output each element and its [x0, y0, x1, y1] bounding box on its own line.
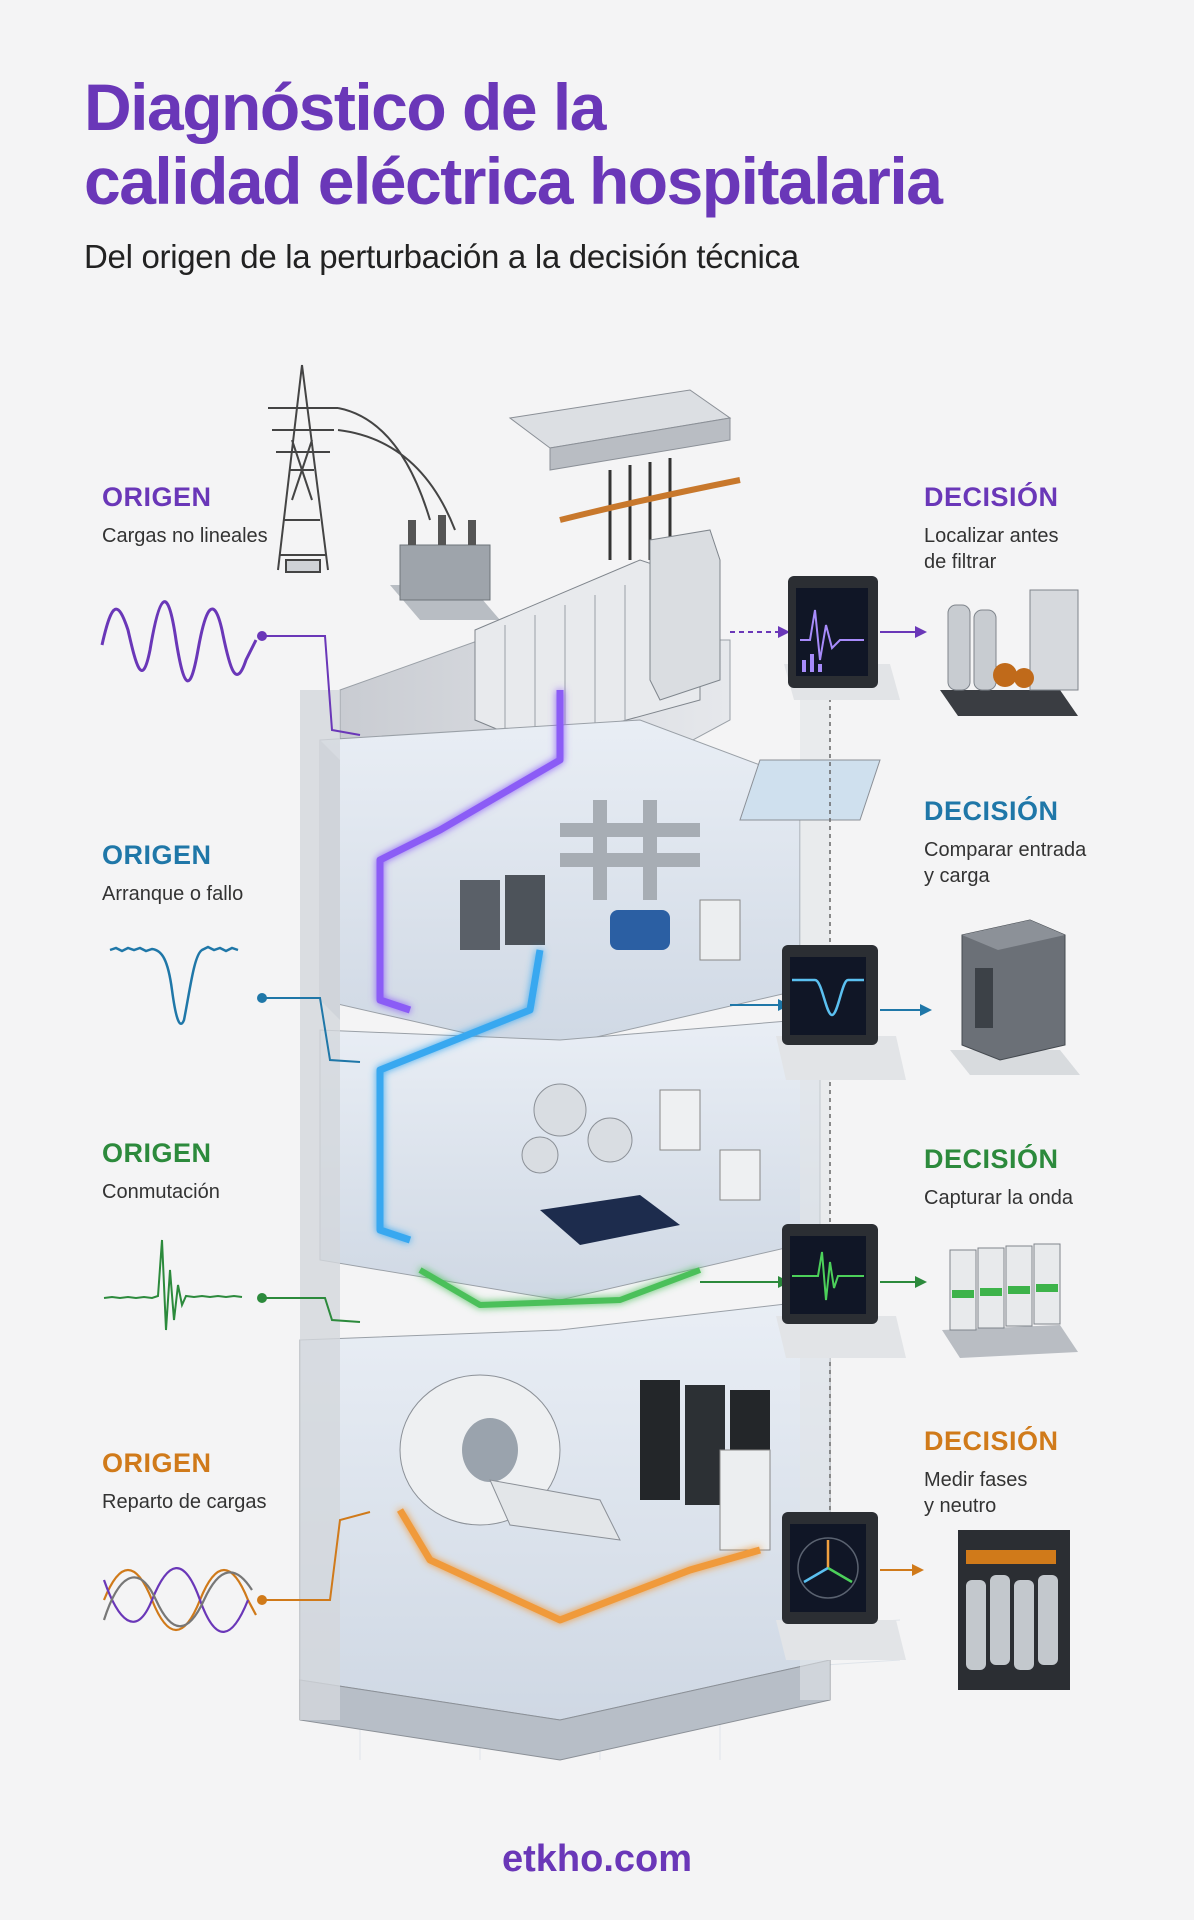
sag-waveform — [109, 945, 239, 1025]
decision-1: DECISIÓN Localizar antes de filtrar — [924, 482, 1164, 575]
decision-1-line-2: de filtrar — [924, 551, 997, 573]
capacitor-bank-icon — [958, 1530, 1070, 1690]
decision-3-text: Capturar la onda — [924, 1185, 1164, 1211]
three-phase-waveform — [102, 1567, 257, 1633]
ups-cabinet-icon — [950, 919, 1080, 1075]
origin-4-head: ORIGEN — [102, 1448, 212, 1478]
row-1-graphics — [100, 576, 1079, 736]
green-cable — [418, 1267, 702, 1308]
decision-4-text: Medir fases y neutro — [924, 1467, 1164, 1519]
decision-4-line-1: Medir fases — [924, 1469, 1028, 1491]
decision-2-line-2: y carga — [924, 865, 990, 887]
transformer-icon — [390, 515, 500, 620]
decision-2-line-1: Comparar entrada — [924, 839, 1087, 861]
decision-2: DECISIÓN Comparar entrada y carga — [924, 796, 1164, 889]
origin-1-head: ORIGEN — [102, 482, 212, 512]
page-title: Diagnóstico de la calidad eléctrica hosp… — [84, 70, 1144, 218]
origin-1-text: Cargas no lineales — [102, 525, 268, 547]
analyzer-screen-icon — [776, 1512, 906, 1660]
analyzer-screen-icon — [784, 576, 900, 700]
decision-1-head: DECISIÓN — [924, 482, 1059, 512]
row-3-graphics — [103, 1224, 1078, 1358]
origin-2-head: ORIGEN — [102, 840, 212, 870]
analyzer-screen-icon — [776, 945, 906, 1080]
decision-4: DECISIÓN Medir fases y neutro — [924, 1426, 1164, 1519]
pump-equipment — [460, 800, 741, 961]
origin-leader-3 — [262, 1297, 361, 1323]
origin-leader-2 — [262, 997, 361, 1063]
origin-3: ORIGEN Conmutación — [102, 1138, 342, 1205]
harmonic-filter-icon — [940, 589, 1079, 716]
roof-skylight — [739, 759, 881, 821]
blue-cable — [376, 949, 544, 1244]
harmonic-waveform — [100, 600, 258, 683]
origin-2-text: Arranque o fallo — [102, 883, 244, 905]
transient-waveform — [103, 1239, 243, 1331]
transmission-tower-icon — [268, 364, 456, 573]
page-subtitle: Del origen de la perturbación a la decis… — [84, 238, 799, 275]
decision-3-head: DECISIÓN — [924, 1144, 1059, 1174]
row-4-graphics — [102, 1511, 1070, 1690]
operating-room — [521, 1083, 761, 1245]
origin-2: ORIGEN Arranque o fallo — [102, 840, 342, 907]
decision-3-line-1: Capturar la onda — [924, 1187, 1073, 1209]
origin-3-head: ORIGEN — [102, 1138, 212, 1168]
decision-2-head: DECISIÓN — [924, 796, 1059, 826]
decision-3: DECISIÓN Capturar la onda — [924, 1144, 1164, 1211]
origin-4: ORIGEN Reparto de cargas — [102, 1448, 342, 1515]
surge-protector-icon — [942, 1243, 1078, 1358]
title-line-2: calidad eléctrica hospitalaria — [84, 144, 943, 218]
origin-leader-4 — [262, 1511, 371, 1601]
origin-1: ORIGEN Cargas no lineales — [102, 482, 342, 549]
origin-leader-1 — [262, 635, 361, 736]
decision-4-head: DECISIÓN — [924, 1426, 1059, 1456]
row-2-graphics — [109, 919, 1080, 1080]
switchgear-cabinets — [474, 529, 721, 746]
busway-unit — [508, 389, 741, 560]
building — [299, 529, 881, 1761]
mri-room — [399, 1374, 771, 1551]
footer-site-link[interactable]: etkho.com — [501, 1838, 693, 1880]
decision-1-text: Localizar antes de filtrar — [924, 523, 1164, 575]
decision-2-text: Comparar entrada y carga — [924, 837, 1164, 889]
origin-3-text: Conmutación — [102, 1181, 220, 1203]
origin-4-text: Reparto de cargas — [102, 1491, 267, 1513]
analyzer-screen-icon — [776, 1224, 906, 1358]
decision-1-line-1: Localizar antes — [924, 525, 1059, 547]
purple-cable — [376, 690, 564, 1014]
title-line-1: Diagnóstico de la — [84, 70, 606, 144]
orange-cable — [396, 1508, 761, 1624]
decision-4-line-2: y neutro — [924, 1495, 997, 1517]
